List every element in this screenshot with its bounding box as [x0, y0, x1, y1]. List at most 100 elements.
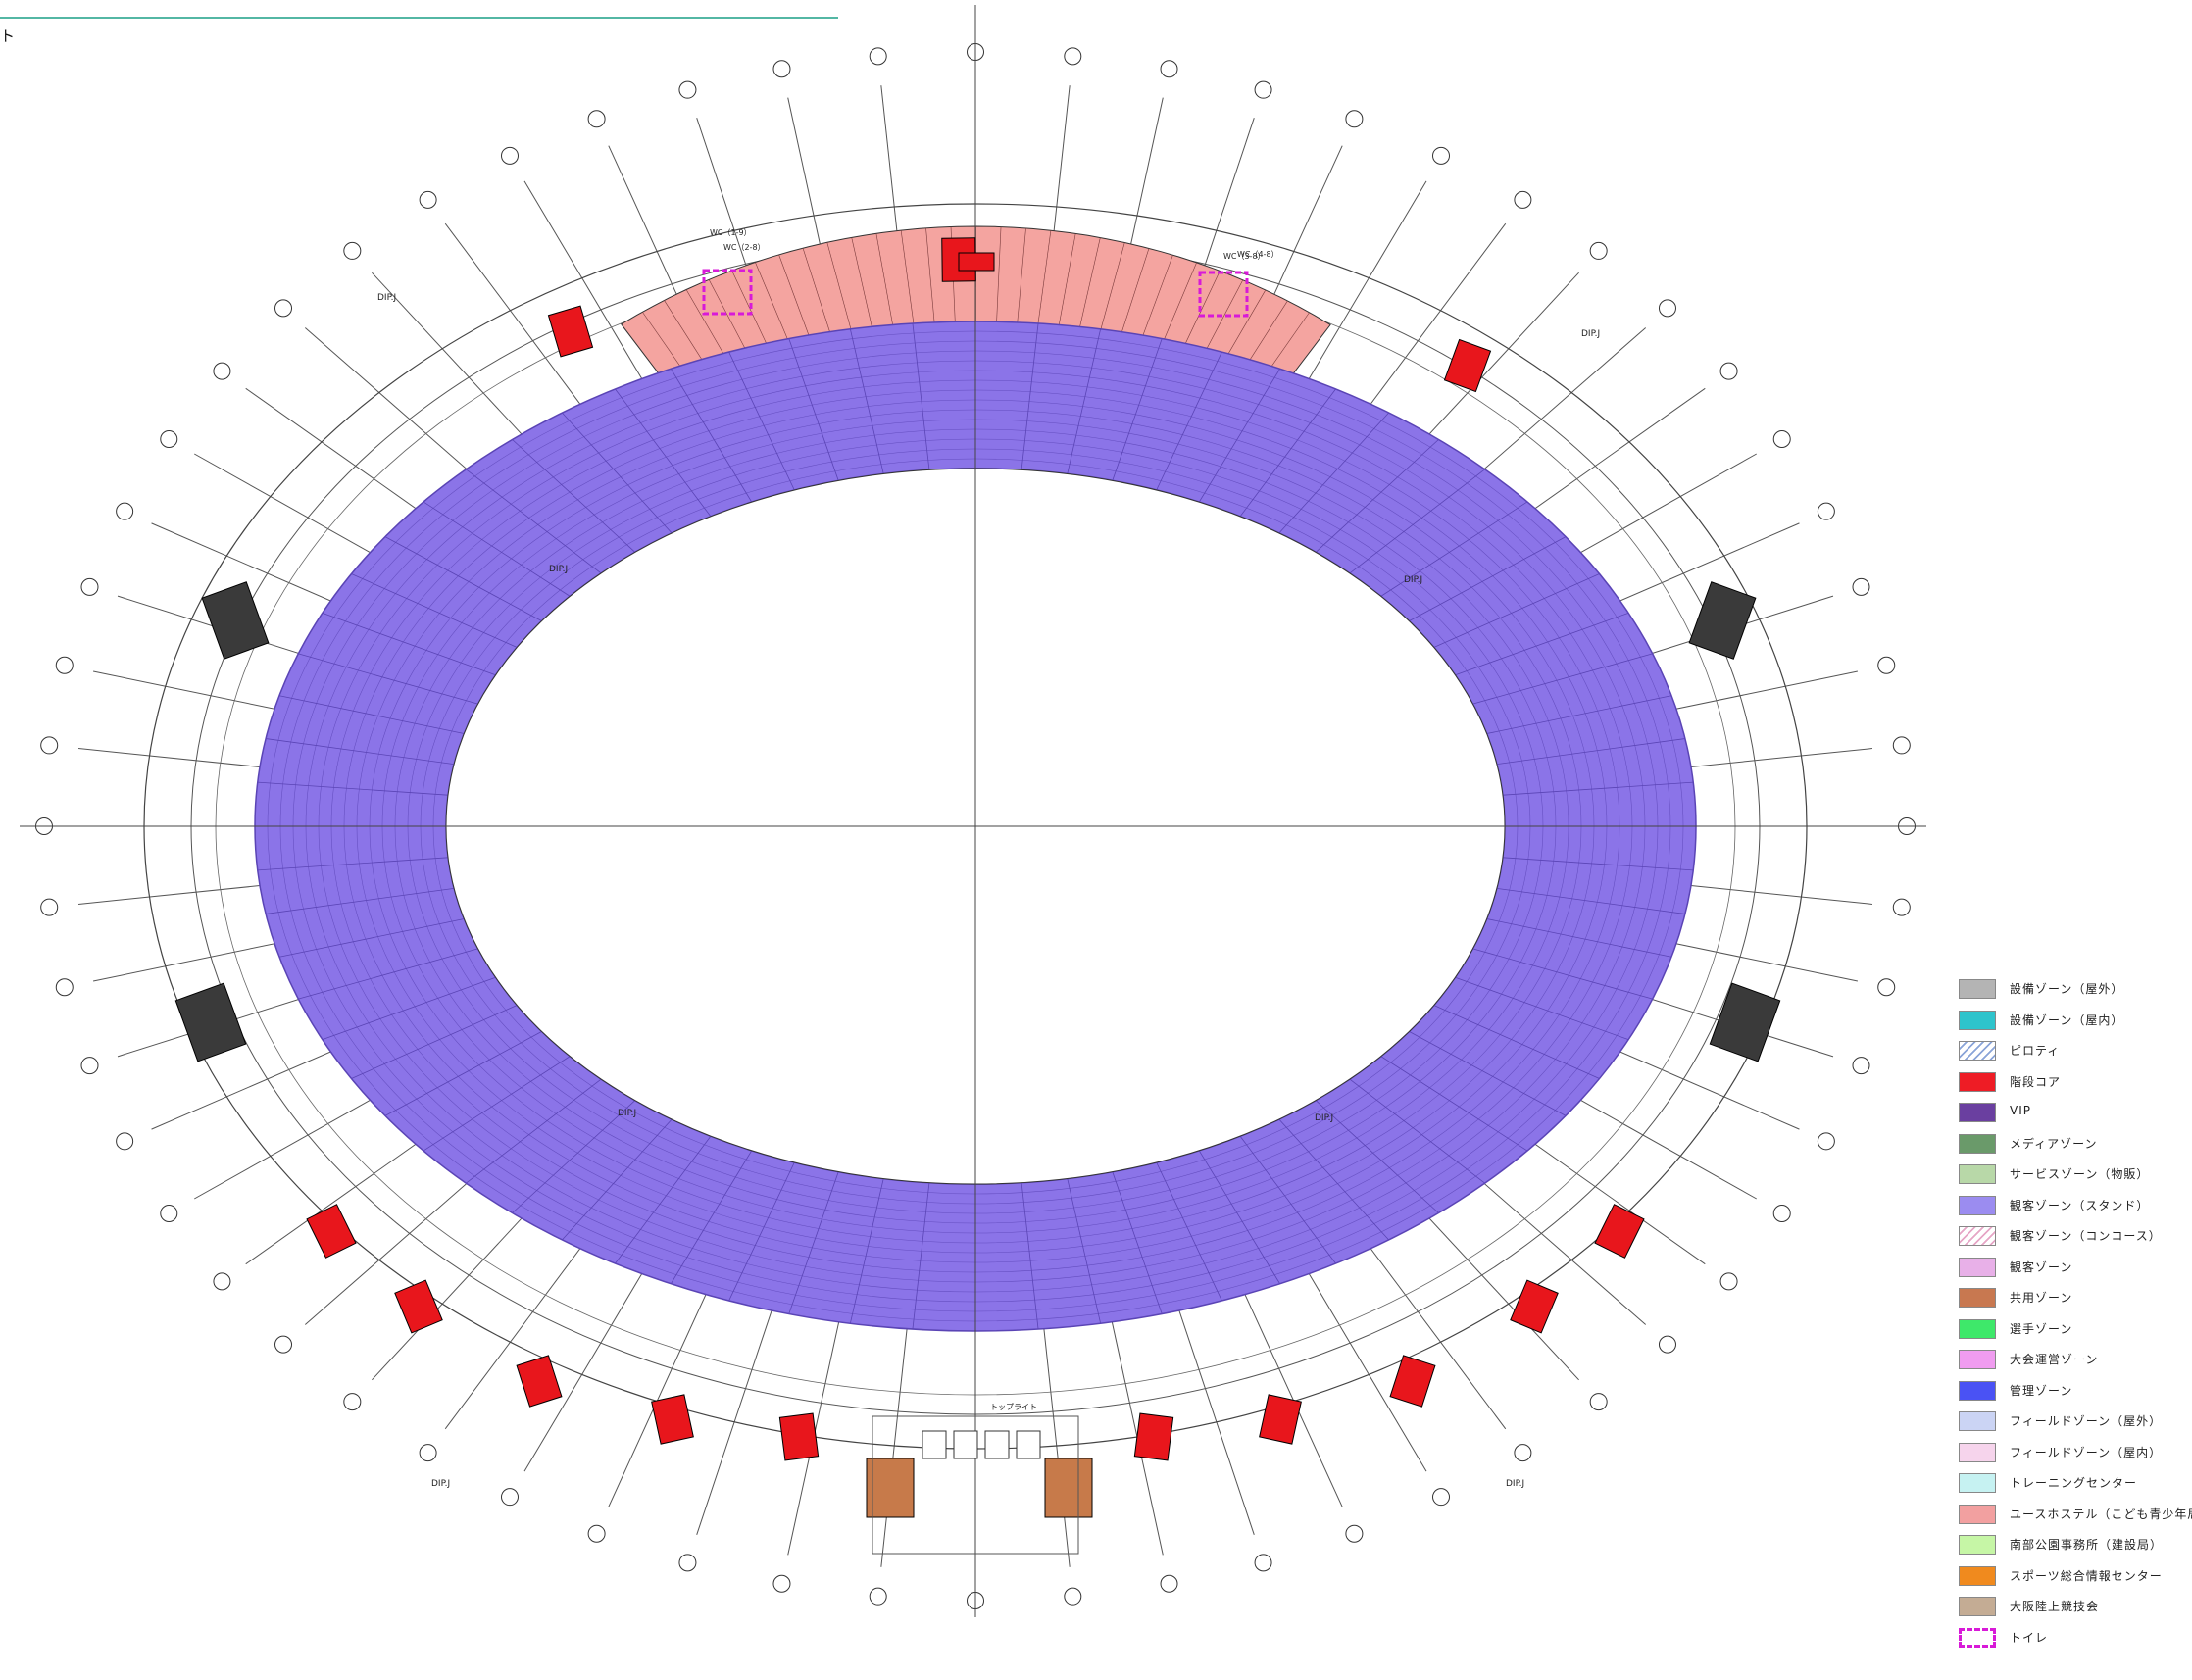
- aisle: [266, 887, 455, 914]
- legend-label: 設備ゾーン（屋内）: [2010, 1013, 2124, 1027]
- legend-item: スポーツ総合情報センター: [1959, 1562, 2186, 1594]
- axis-tag: [1658, 299, 1676, 318]
- legend-label: 階段コア: [2010, 1074, 2062, 1089]
- legend-swatch: [1959, 1041, 1996, 1061]
- equipment-block: [174, 982, 247, 1062]
- axis-tag: [55, 978, 74, 997]
- legend-item: ユースホステル（こども青少年局）: [1959, 1501, 2192, 1532]
- aisle: [615, 388, 712, 518]
- axis-tag: [772, 60, 791, 78]
- axis-tag: [80, 1057, 99, 1075]
- legend-label: 設備ゾーン（屋外）: [2010, 982, 2124, 996]
- legend-label: 大会運営ゾーン: [2010, 1353, 2099, 1366]
- dip-label: DIP.J: [1315, 1113, 1333, 1123]
- aisle: [266, 738, 455, 766]
- aisle: [1380, 501, 1528, 597]
- aisle: [1278, 1118, 1389, 1241]
- dip-label: DIP.J: [549, 565, 568, 574]
- stair-core: [306, 1204, 357, 1259]
- axis-tag: [501, 146, 519, 165]
- legend-item: 大阪陸上競技会: [1959, 1593, 2186, 1624]
- stair-core: [547, 305, 594, 358]
- legend-label: 大阪陸上競技会: [2010, 1600, 2100, 1613]
- aisle: [384, 536, 542, 621]
- axis-tag: [419, 190, 437, 209]
- legend-label: スポーツ総合情報センター: [2010, 1568, 2163, 1583]
- legend-swatch: [1959, 1473, 1996, 1493]
- axis-tag: [1892, 898, 1911, 916]
- axis-tag: [772, 1574, 791, 1593]
- equipment-and-core-blocks: [174, 237, 1781, 1555]
- legend-item: 設備ゾーン（屋外）: [1959, 975, 2186, 1007]
- legend-label: サービスゾーン（物販）: [2010, 1167, 2150, 1181]
- axis-tag: [343, 241, 362, 260]
- axis-tag: [1719, 1272, 1738, 1291]
- legend-label: メディアゾーン: [2010, 1136, 2098, 1151]
- axis-tag: [1852, 577, 1870, 596]
- axis-tag: [1772, 430, 1791, 448]
- legend-item: トイレ: [1959, 1624, 2186, 1655]
- legend-swatch: [1959, 979, 1996, 999]
- aisle: [278, 918, 465, 958]
- header-title-fragment: ト: [0, 27, 16, 45]
- aisle: [728, 351, 795, 491]
- stair-core: [516, 1355, 563, 1408]
- aisle: [1239, 1135, 1336, 1264]
- legend-item: ピロティ: [1959, 1037, 2186, 1068]
- aisle: [562, 1118, 673, 1241]
- aisle: [912, 1182, 930, 1330]
- aisle: [788, 338, 839, 481]
- aisle: [423, 1056, 571, 1152]
- aisle: [423, 501, 571, 597]
- axis-tag: [55, 656, 74, 674]
- common-block: [866, 1458, 915, 1518]
- legend-item: 共用ゾーン: [1959, 1284, 2186, 1315]
- aisle: [1496, 738, 1685, 766]
- legend-item: VIP: [1959, 1099, 2186, 1130]
- aisle: [1455, 976, 1629, 1041]
- wc-label: WC（4-8）: [1237, 250, 1279, 259]
- legend-swatch: [1959, 1071, 1996, 1092]
- aisle: [1349, 1078, 1485, 1184]
- aisle: [257, 857, 449, 871]
- axis-tag: [80, 577, 99, 596]
- legend-item: 設備ゾーン（屋内）: [1959, 1007, 2186, 1038]
- aisle: [466, 469, 602, 574]
- aisle: [278, 695, 465, 734]
- aisle: [788, 1171, 839, 1314]
- axis-tag: [419, 1444, 437, 1462]
- legend-label: 観客ゾーン（コンコース）: [2010, 1229, 2162, 1243]
- legend-label: 選手ゾーン: [2010, 1321, 2073, 1336]
- axis-tag: [1817, 1132, 1835, 1151]
- aisle: [1112, 338, 1163, 481]
- legend-swatch: [1959, 1318, 1996, 1339]
- aisle: [1502, 781, 1694, 796]
- hostel-room-divider: [875, 233, 897, 342]
- axis-tag: [1160, 1574, 1178, 1593]
- hostel-room-divider: [900, 230, 917, 340]
- legend-swatch: [1959, 1597, 1996, 1616]
- aisle: [1156, 351, 1222, 491]
- skylight-label: トップライト: [990, 1403, 1037, 1411]
- axis-tag: [1345, 1524, 1364, 1543]
- equipment-block: [201, 581, 270, 660]
- stair-core: [651, 1394, 694, 1445]
- stair-core: [958, 252, 995, 272]
- legend-label: 観客ゾーン: [2010, 1260, 2073, 1274]
- aisle: [1409, 1031, 1567, 1116]
- aisle: [1021, 1182, 1039, 1330]
- legend-label: フィールドゾーン（屋内）: [2010, 1445, 2163, 1459]
- legend-label: フィールドゾーン（屋外）: [2010, 1414, 2163, 1428]
- aisle: [1433, 1005, 1600, 1079]
- legend-label: 観客ゾーン（スタンド）: [2010, 1198, 2150, 1212]
- hostel-room-divider: [925, 227, 936, 338]
- stair-core: [394, 1279, 443, 1334]
- dip-label: DIP.J: [1404, 575, 1422, 585]
- axis-tag: [1254, 80, 1272, 99]
- legend-label: 管理ゾーン: [2010, 1383, 2073, 1398]
- aisle: [1380, 1056, 1528, 1152]
- axis-tag: [1514, 190, 1532, 209]
- legend-item: 南部公園事務所（建設局）: [1959, 1531, 2186, 1562]
- aisle: [322, 612, 496, 676]
